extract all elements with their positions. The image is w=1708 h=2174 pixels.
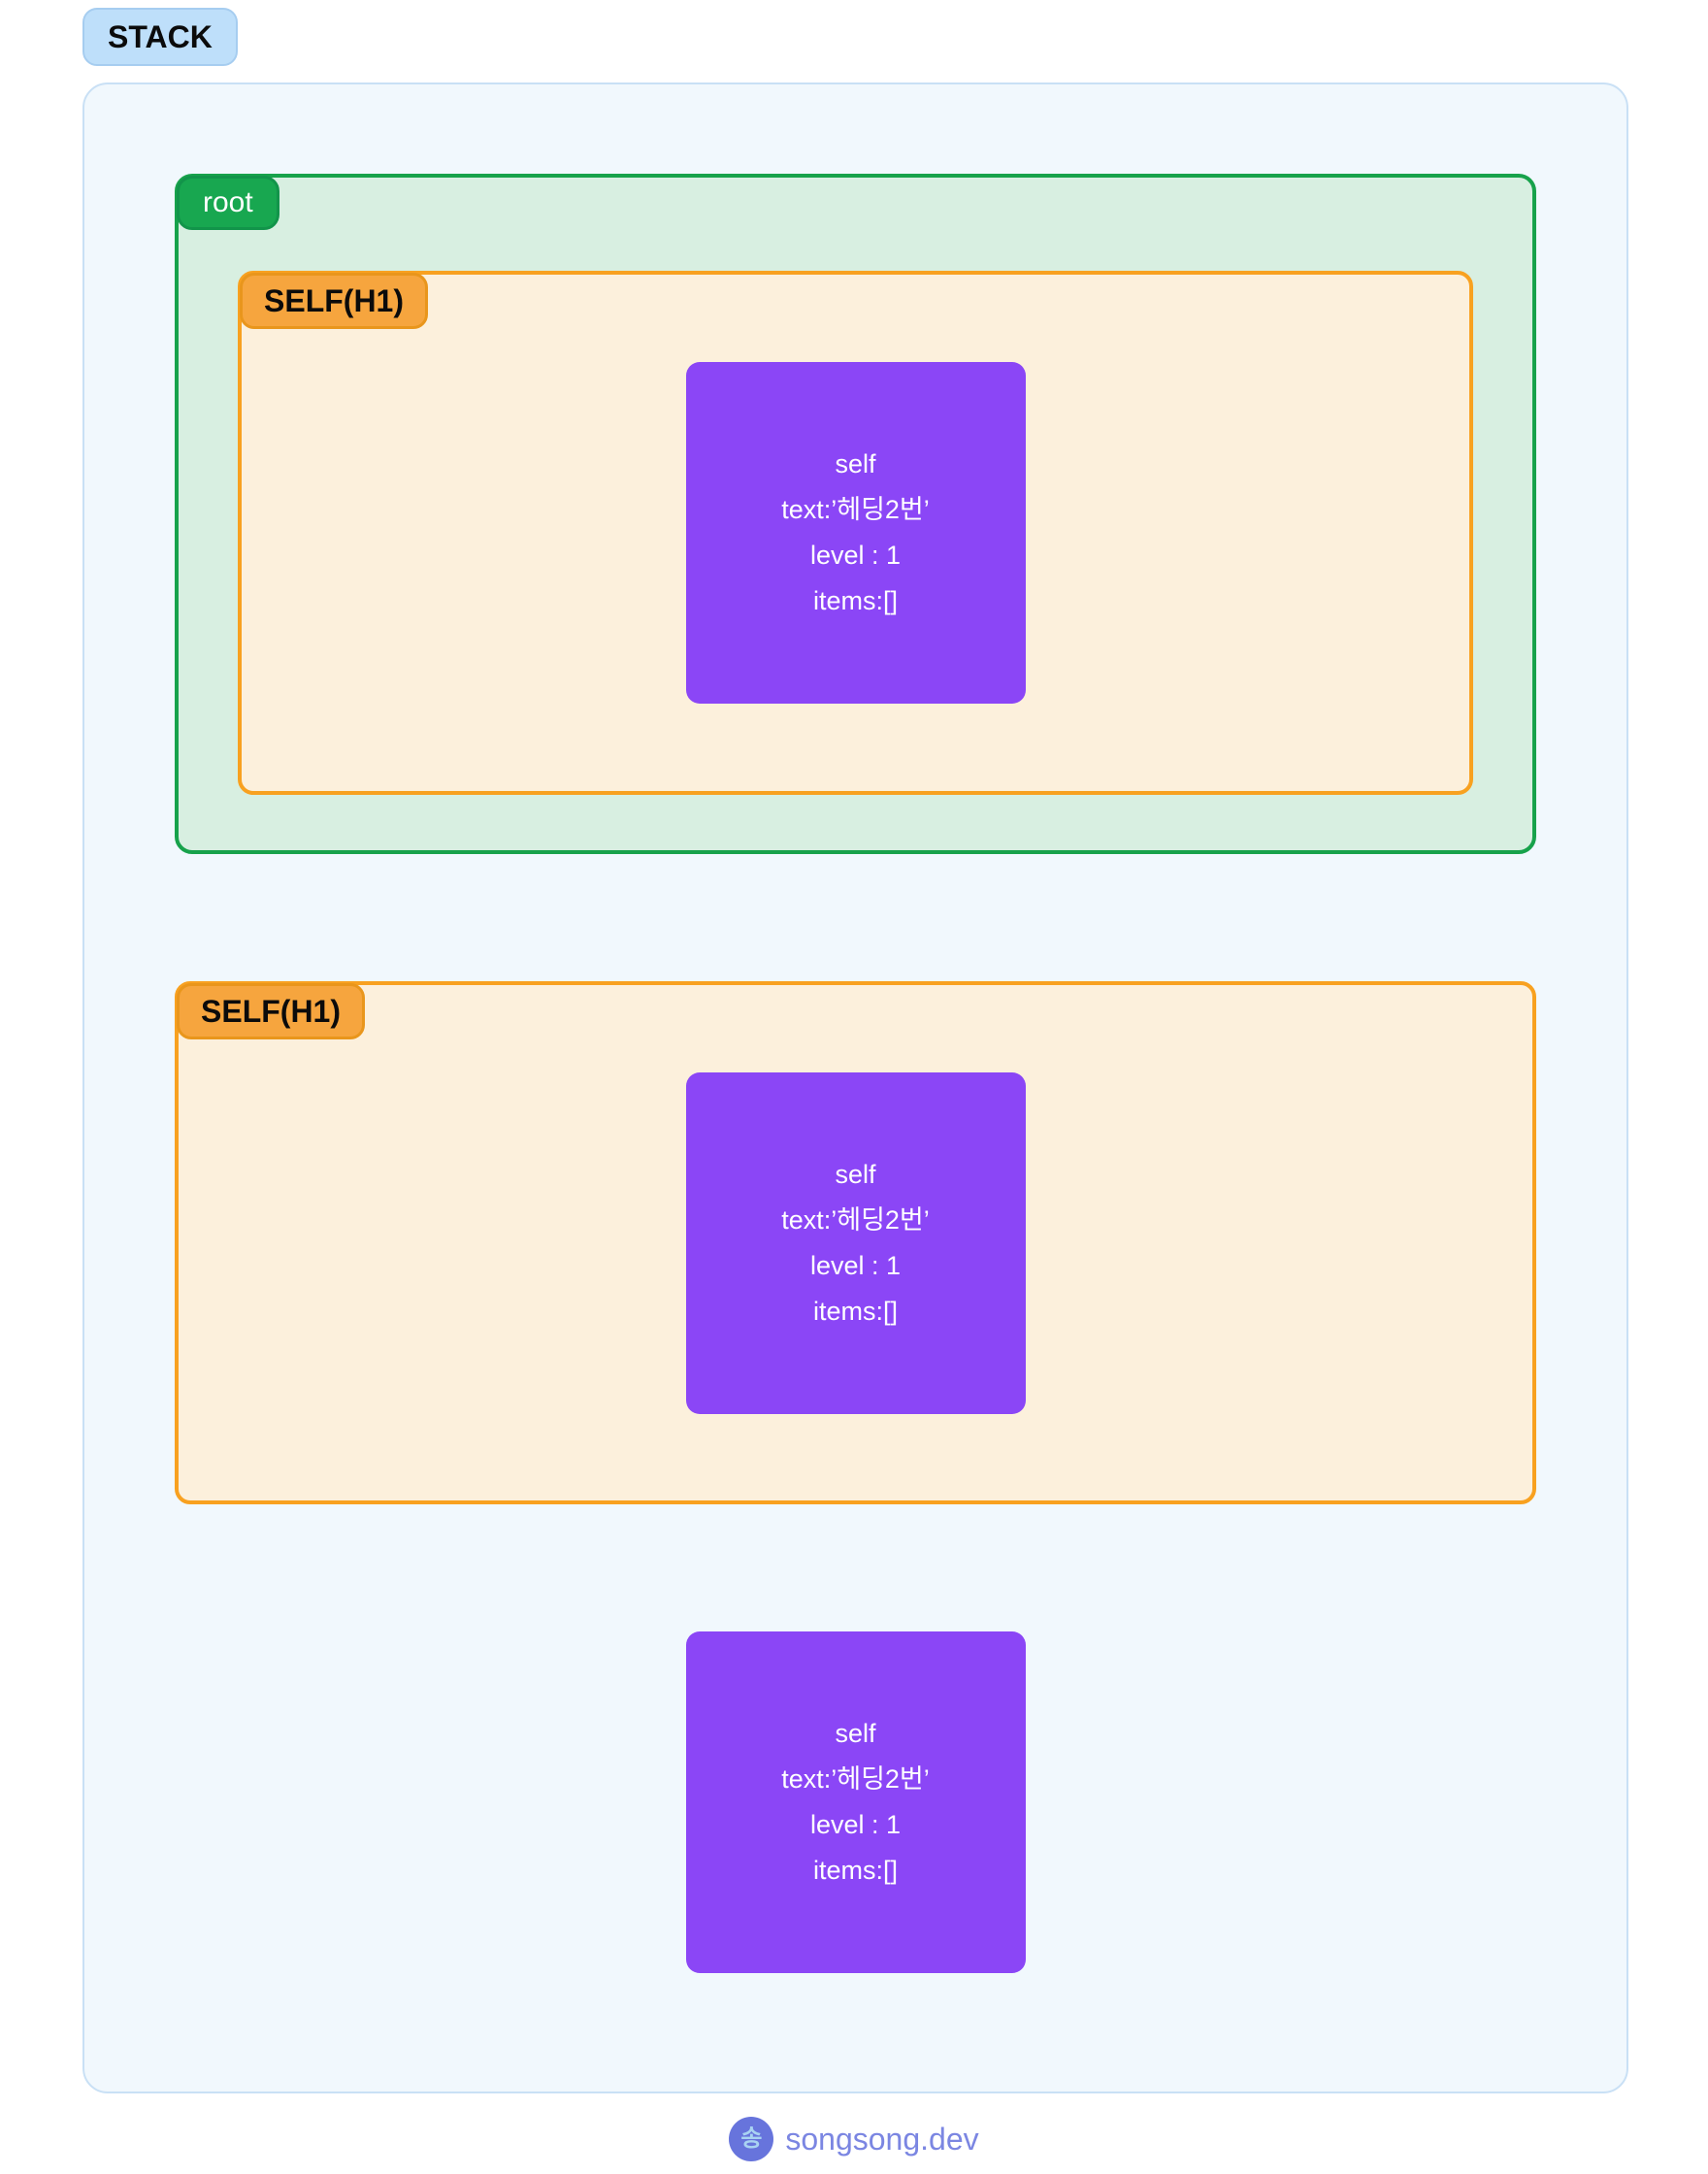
node-items-prop: items:[] [812, 1856, 898, 1885]
self-h1-badge-1: SELF(H1) [240, 273, 428, 329]
node-name: self [835, 449, 876, 478]
root-container: root SELF(H1) self text:’헤딩2번’ level : 1… [175, 174, 1536, 854]
node-level-prop: level : 1 [809, 1250, 902, 1280]
node-box-3: self text:’헤딩2번’ level : 1 items:[] [685, 1631, 1026, 1973]
footer: 송 songsong.dev [0, 2116, 1708, 2162]
logo-hangul-glyph: 송 [740, 2125, 763, 2152]
self-h1-container-1: SELF(H1) self text:’헤딩2번’ level : 1 item… [238, 271, 1473, 795]
node-name: self [835, 1719, 876, 1748]
node-items-prop: items:[] [812, 586, 898, 615]
node-level-prop: level : 1 [809, 541, 902, 570]
self-h1-badge-2: SELF(H1) [177, 983, 365, 1039]
self-h1-container-2: SELF(H1) self text:’헤딩2번’ level : 1 item… [175, 981, 1536, 1504]
brand-text: songsong.dev [785, 2122, 979, 2157]
node-text-prop: text:’헤딩2번’ [781, 495, 930, 524]
stack-container: root SELF(H1) self text:’헤딩2번’ level : 1… [82, 82, 1628, 2093]
node-level-prop: level : 1 [809, 1810, 902, 1839]
stack-badge: STACK [82, 8, 238, 66]
songsong-logo-icon: 송 [729, 2117, 774, 2161]
node-items-prop: items:[] [812, 1296, 898, 1326]
node-text-prop: text:’헤딩2번’ [781, 1764, 930, 1794]
node-box-2: self text:’헤딩2번’ level : 1 items:[] [685, 1071, 1026, 1414]
node-box-1: self text:’헤딩2번’ level : 1 items:[] [685, 362, 1026, 704]
node-text-prop: text:’헤딩2번’ [781, 1204, 930, 1235]
root-badge: root [177, 176, 279, 230]
node-name: self [835, 1159, 876, 1189]
